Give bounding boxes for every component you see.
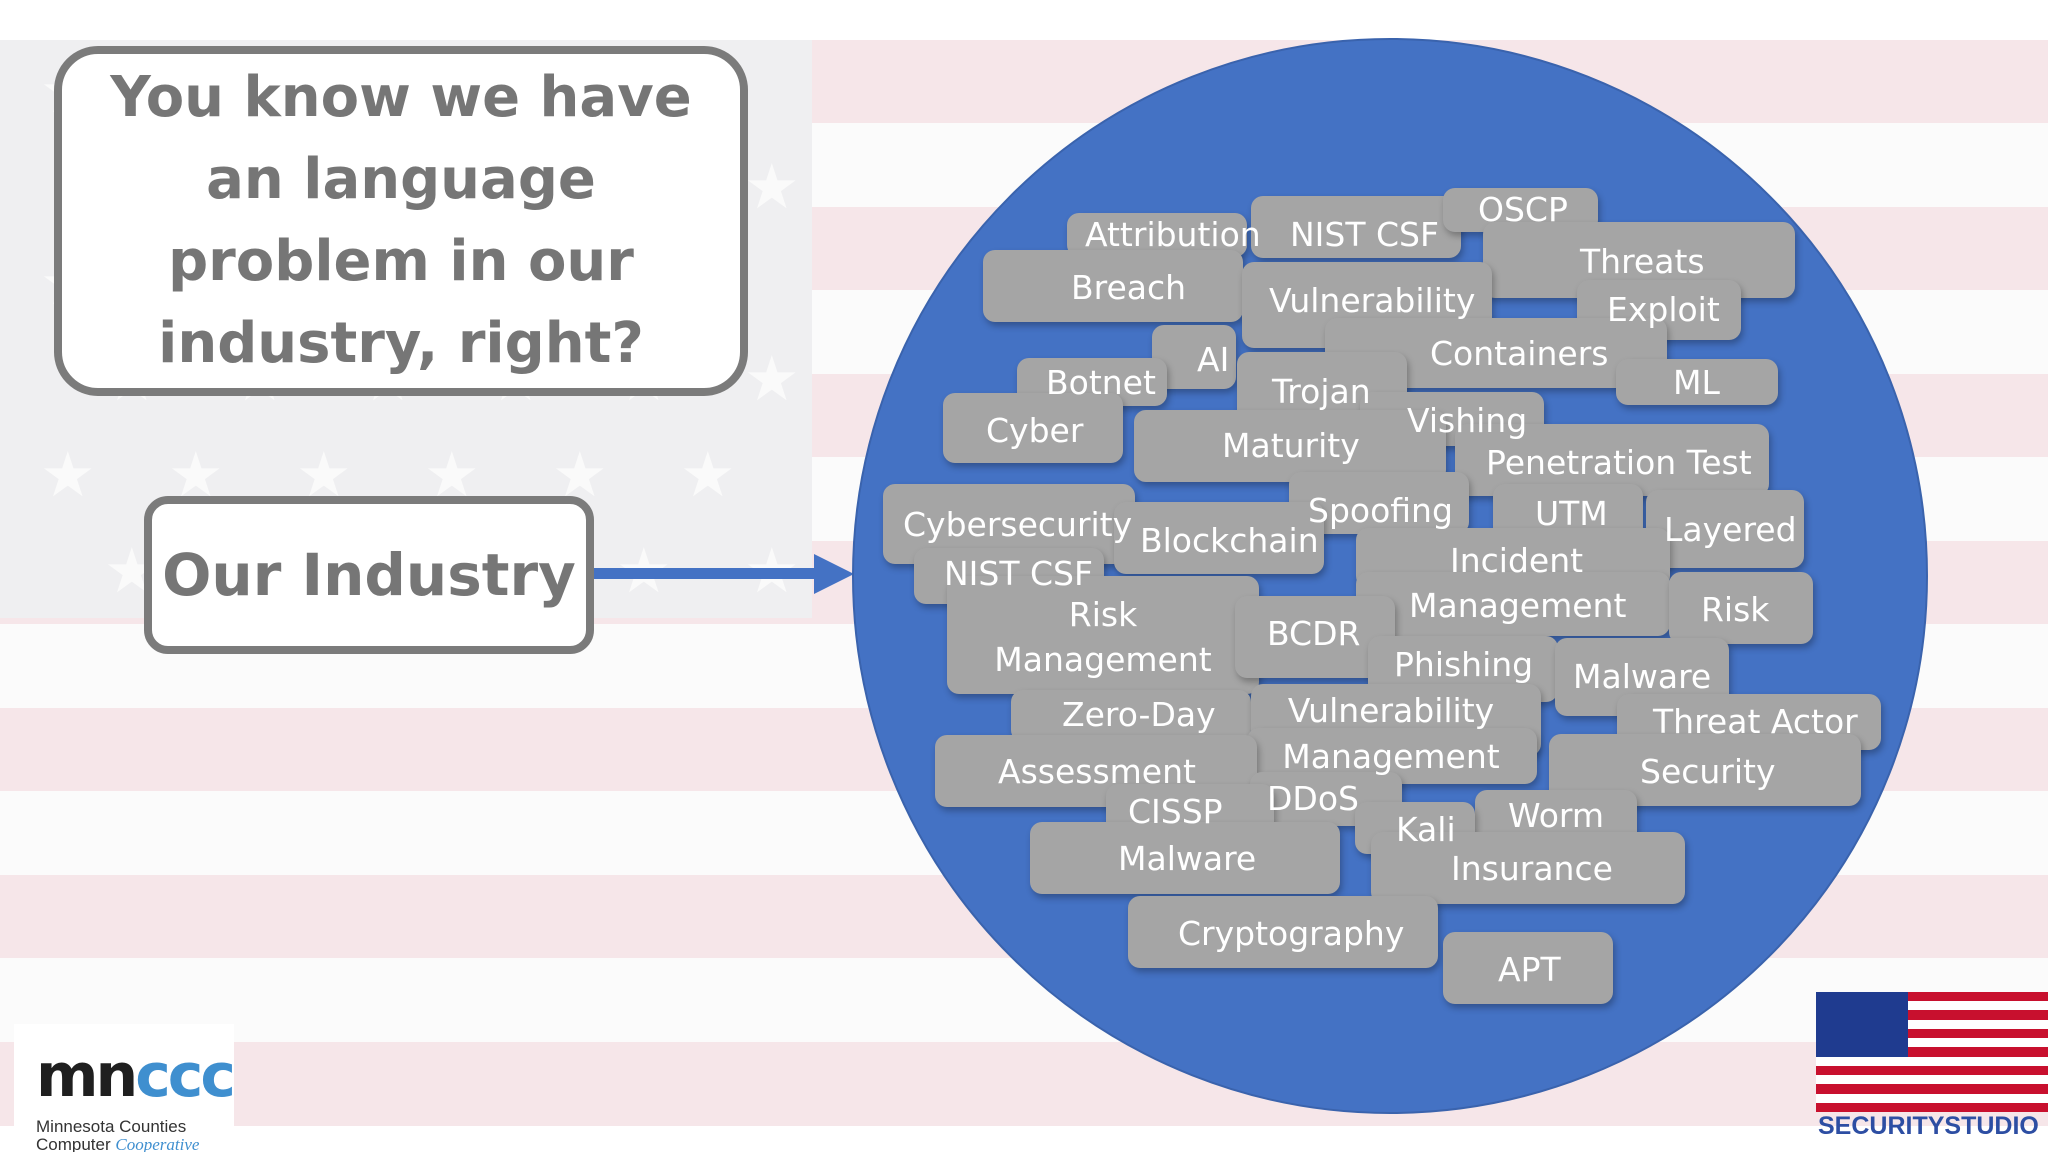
flag-stripe (1816, 1028, 2048, 1039)
flag-canton (1816, 992, 1908, 1057)
mnccc-line1: Minnesota Counties (36, 1117, 187, 1136)
term-chip (1443, 932, 1613, 1004)
flag-star-icon: ★ (744, 342, 800, 415)
term-vishing: Vishing (1407, 401, 1528, 440)
flag-stripe (1816, 1056, 2048, 1067)
term-risk-management-risk: Risk (1068, 595, 1138, 634)
term-cybersecurity: Cybersecurity (903, 505, 1133, 544)
term-worm: Worm (1508, 796, 1605, 835)
term-threats: Threats (1580, 242, 1705, 281)
question-text: You know we have an language problem in … (110, 65, 692, 376)
term-cryptography: Cryptography (1178, 914, 1405, 953)
term-chip (947, 576, 1259, 694)
term-chip (983, 250, 1243, 322)
term-ddos: DDoS (1267, 779, 1359, 818)
flag-stripe (0, 1041, 2048, 1126)
term-apt: APT (1498, 950, 1561, 989)
term-exploit: Exploit (1607, 290, 1720, 329)
flag-stripe (1816, 1084, 2048, 1095)
flag-stripe (1816, 1102, 2048, 1112)
term-vulnerability: Vulnerability (1269, 281, 1476, 320)
flag-stripe (1816, 1093, 2048, 1104)
flag-stripe (1816, 1038, 2048, 1048)
arrow-head-icon (814, 554, 854, 594)
term-chip (1646, 490, 1804, 568)
flag-star-icon: ★ (296, 438, 352, 511)
term-vulnerability-management-1: Vulnerability (1287, 691, 1495, 730)
flag-star-icon: ★ (552, 438, 608, 511)
term-kali: Kali (1396, 810, 1456, 849)
term-utm: UTM (1535, 494, 1608, 533)
flag-stripe (1816, 1075, 2048, 1085)
term-malware-2: Malware (1118, 839, 1257, 878)
term-zero-day: Zero-Day (1062, 695, 1216, 734)
mnccc-wordmark: mnccc (36, 1041, 236, 1111)
flag-stripe (1816, 992, 2048, 1002)
term-assessment: Assessment (998, 752, 1196, 791)
flag-star-icon: ★ (424, 438, 480, 511)
mnccc-line2-computer: Computer (36, 1135, 111, 1152)
flag-stripe (1816, 1047, 2048, 1058)
term-breach: Breach (1071, 268, 1187, 307)
mnccc-line2: Computer Cooperative (36, 1136, 199, 1152)
term-incident-management: Management (1409, 586, 1627, 625)
term-incident: Incident (1450, 541, 1584, 580)
flag-star-icon: ★ (744, 150, 800, 223)
term-ml: ML (1673, 363, 1720, 402)
industry-callout: Our Industry (144, 496, 594, 654)
flag-stripe (1816, 1001, 2048, 1011)
flag-star-icon: ★ (680, 438, 736, 511)
term-attribution: Attribution (1085, 215, 1261, 254)
term-layered: Layered (1664, 510, 1797, 549)
term-insurance: Insurance (1451, 849, 1613, 888)
term-spoofing: Spoofing (1308, 491, 1453, 530)
term-chip (943, 393, 1123, 463)
term-phishing: Phishing (1394, 645, 1534, 684)
term-vulnerability-management-2: Management (1282, 737, 1500, 776)
mnccc-line2-cooperative: Cooperative (115, 1135, 200, 1152)
term-maturity: Maturity (1222, 426, 1360, 465)
flag-star-icon: ★ (40, 438, 96, 511)
term-cissp: CISSP (1128, 792, 1223, 831)
term-chip (1011, 690, 1251, 742)
term-chip (1067, 213, 1247, 257)
term-cyber: Cyber (986, 411, 1084, 450)
mnccc-logo: mnccc Minnesota Counties Computer Cooper… (14, 1024, 236, 1152)
term-blockchain: Blockchain (1140, 521, 1319, 560)
industry-label: Our Industry (162, 541, 576, 609)
question-callout: You know we have an language problem in … (54, 46, 748, 396)
term-chip (1114, 502, 1324, 574)
term-penetration-test: Penetration Test (1486, 443, 1752, 482)
term-chip (1030, 822, 1340, 894)
term-nist-csf-2: NIST CSF (944, 554, 1093, 593)
term-botnet: Botnet (1046, 363, 1156, 402)
term-chip (1371, 832, 1685, 904)
term-trojan: Trojan (1272, 372, 1371, 411)
security-studio-logo: SECURITYSTUDIO (1818, 1112, 2039, 1140)
term-chip (1356, 572, 1670, 636)
flag-star-icon: ★ (168, 438, 224, 511)
term-ai: AI (1197, 340, 1230, 379)
flag-stripe (1816, 1019, 2048, 1030)
term-nist-csf: NIST CSF (1290, 215, 1439, 254)
arrow-line (594, 568, 824, 579)
term-chip (1128, 896, 1438, 968)
term-chip (1251, 196, 1461, 258)
term-security: Security (1640, 752, 1776, 791)
term-oscp: OSCP (1478, 190, 1568, 229)
term-containers: Containers (1430, 334, 1609, 373)
term-risk: Risk (1701, 590, 1770, 629)
term-chip (1616, 359, 1778, 405)
term-risk-management-management: Management (994, 640, 1212, 679)
term-chip (1134, 410, 1446, 482)
term-malware: Malware (1573, 657, 1712, 696)
term-bcdr: BCDR (1267, 614, 1361, 653)
flag-stripe (1816, 1010, 2048, 1021)
term-chip (1669, 572, 1813, 644)
flag-stripe (1816, 1065, 2048, 1076)
term-threat-actor: Threat Actor (1653, 702, 1858, 741)
us-flag-icon (1816, 992, 2048, 1112)
